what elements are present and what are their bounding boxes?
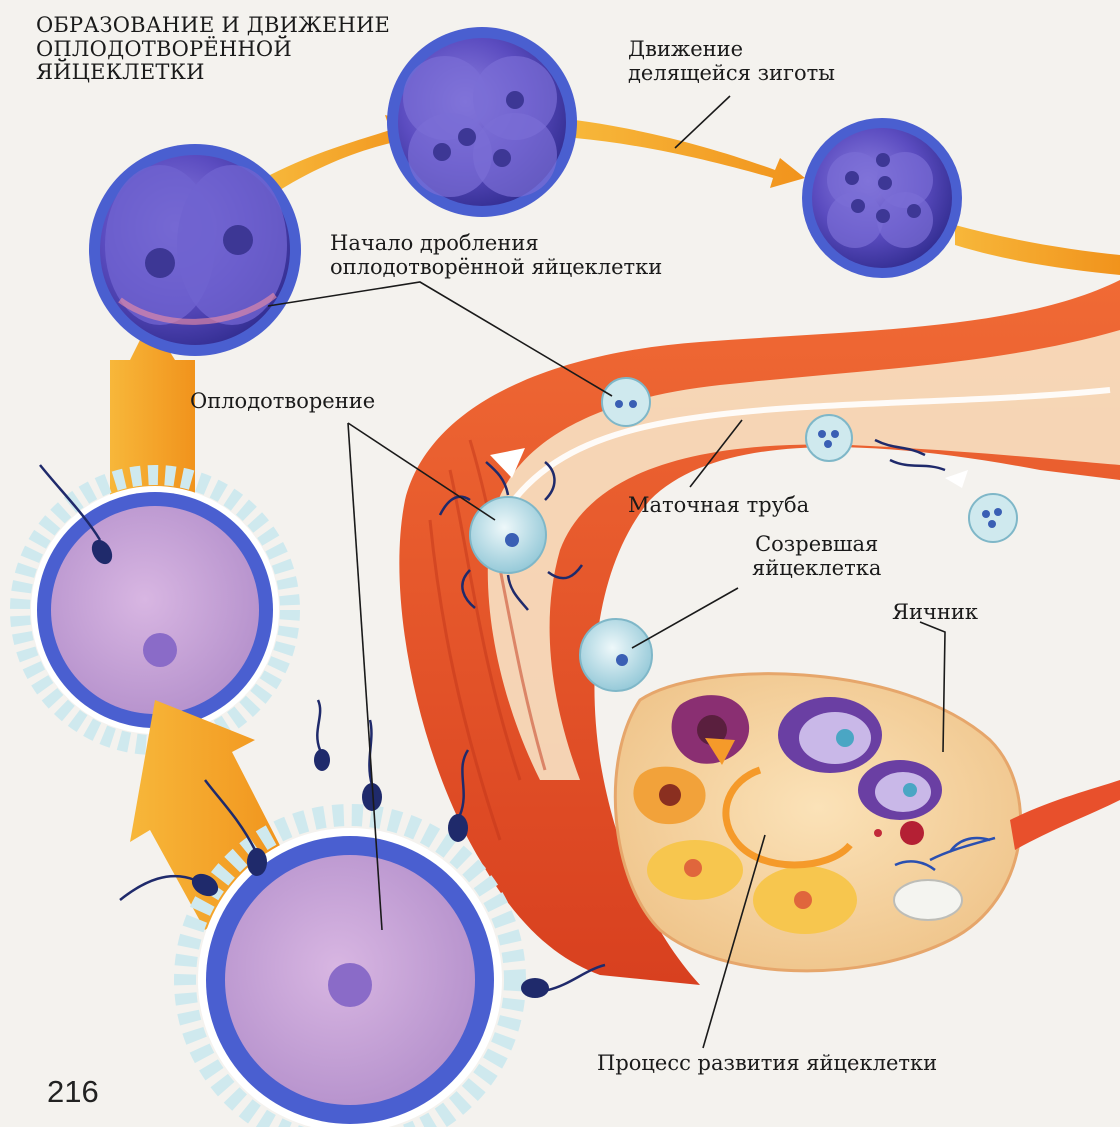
label-zygote-movement-line-1: Движение: [628, 38, 835, 62]
label-cleavage-start-line-1: Начало дробления: [330, 232, 662, 256]
corpus-luteum-3: [753, 866, 857, 934]
four-cell-zygote-in-tube: [806, 415, 852, 461]
label-zygote-movement-line-2: делящейся зиготы: [628, 62, 835, 86]
follicle-large-1: [778, 697, 882, 773]
ovary: [615, 674, 1120, 971]
label-mature-egg: Созревшая яйцеклетка: [752, 533, 881, 580]
leader-mature-egg: [632, 588, 738, 648]
diagram-title: ОБРАЗОВАНИЕ И ДВИЖЕНИЕ ОПЛОДОТВОРЁННОЙ Я…: [36, 14, 456, 85]
label-ovary: Яичник: [892, 601, 978, 625]
label-mature-egg-line-2: яйцеклетка: [752, 557, 881, 581]
arrow-four-cell-to-eight-cell: [575, 120, 805, 188]
small-follicle-red: [900, 821, 924, 845]
label-cleavage-start: Начало дробления оплодотворённой яйцекле…: [330, 232, 662, 279]
label-fertilization: Оплодотворение: [190, 390, 375, 414]
page-number: 216: [47, 1074, 99, 1110]
follicle-large-2: [858, 760, 942, 820]
corpus-luteum-2: [647, 840, 743, 900]
eight-cell-zygote: [802, 118, 962, 278]
label-zygote-movement: Движение делящейся зиготы: [628, 38, 835, 85]
label-mature-egg-line-1: Созревшая: [752, 533, 881, 557]
label-egg-development: Процесс развития яйцеклетки: [597, 1052, 937, 1076]
morula-in-tube: [969, 494, 1017, 542]
leader-zygote-movement: [675, 96, 730, 148]
ovary-ligament: [1010, 780, 1120, 850]
arrow-to-tube: [955, 225, 1120, 275]
label-fallopian-tube: Маточная труба: [628, 494, 809, 518]
tube-flow-arrow: [945, 470, 968, 488]
two-cell-zygote: [89, 144, 301, 356]
two-cell-zygote-in-tube: [602, 378, 650, 426]
mature-egg-in-tube: [580, 619, 652, 691]
small-follicle-dot: [874, 829, 882, 837]
corpus-albicans: [894, 880, 962, 920]
label-cleavage-start-line-2: оплодотворённой яйцеклетки: [330, 256, 662, 280]
